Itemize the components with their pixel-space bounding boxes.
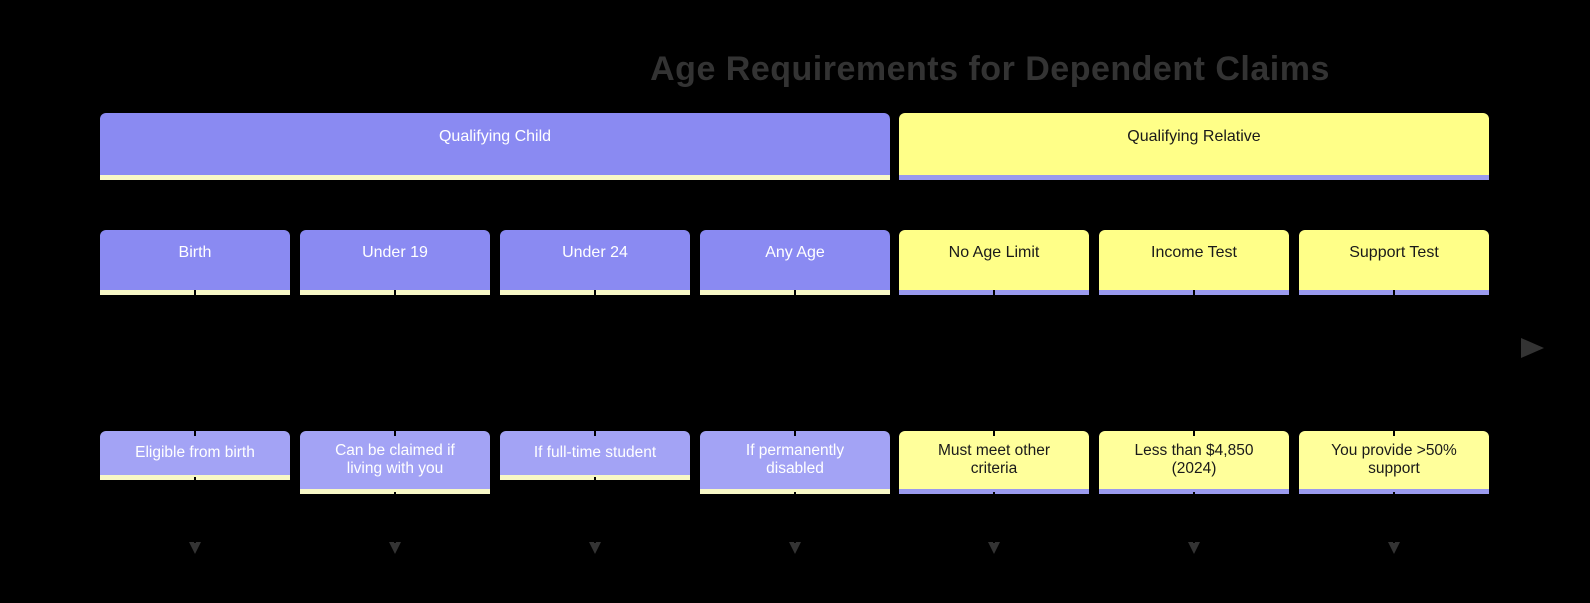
period-box-support-test: Support Test xyxy=(1299,230,1489,295)
period-box-income-test: Income Test xyxy=(1099,230,1289,295)
connector-line xyxy=(394,290,396,436)
event-box-eligible-from-birth: Eligible from birth xyxy=(100,431,290,480)
event-label: Can be claimed if living with you xyxy=(335,442,455,477)
event-label: If permanently disabled xyxy=(745,442,845,477)
timeline-axis-arrow-icon xyxy=(1521,338,1544,358)
connector-line xyxy=(1393,492,1395,543)
event-label: You provide >50% support xyxy=(1331,442,1457,477)
down-arrow-icon xyxy=(189,542,201,554)
event-label: Less than $4,850 (2024) xyxy=(1134,442,1254,477)
connector-line xyxy=(394,492,396,543)
down-arrow-icon xyxy=(789,542,801,554)
section-header-qualifying-relative: Qualifying Relative xyxy=(899,113,1489,180)
event-box-claimed-if-living-with-you: Can be claimed if living with you xyxy=(300,431,490,494)
down-arrow-icon xyxy=(1188,542,1200,554)
diagram-title: Age Requirements for Dependent Claims xyxy=(650,50,1330,88)
down-arrow-icon xyxy=(1388,542,1400,554)
connector-line xyxy=(594,477,596,543)
connector-line xyxy=(794,492,796,543)
section-header-qualifying-child: Qualifying Child xyxy=(100,113,890,180)
event-label: If full-time student xyxy=(533,444,657,461)
connector-line xyxy=(993,290,995,436)
down-arrow-icon xyxy=(389,542,401,554)
event-label: Must meet other criteria xyxy=(938,442,1050,477)
period-box-under-19: Under 19 xyxy=(300,230,490,295)
period-label: Birth xyxy=(178,244,212,261)
down-arrow-icon xyxy=(988,542,1000,554)
connector-line xyxy=(1393,290,1395,436)
event-box-other-criteria: Must meet other criteria xyxy=(899,431,1089,494)
down-arrow-icon xyxy=(589,542,601,554)
event-box-permanently-disabled: If permanently disabled xyxy=(700,431,890,494)
connector-line xyxy=(194,290,196,436)
connector-line xyxy=(993,492,995,543)
event-box-support-share: You provide >50% support xyxy=(1299,431,1489,494)
period-label: No Age Limit xyxy=(948,244,1040,261)
event-box-full-time-student: If full-time student xyxy=(500,431,690,480)
period-box-under-24: Under 24 xyxy=(500,230,690,295)
connector-line xyxy=(1193,290,1195,436)
event-label: Eligible from birth xyxy=(135,444,255,461)
connector-line xyxy=(1193,492,1195,543)
event-box-income-limit: Less than $4,850 (2024) xyxy=(1099,431,1289,494)
period-label: Any Age xyxy=(765,244,825,261)
section-label: Qualifying Child xyxy=(438,128,552,145)
connector-line xyxy=(794,290,796,436)
section-label: Qualifying Relative xyxy=(1127,128,1261,145)
period-label: Under 19 xyxy=(362,244,428,261)
period-label: Support Test xyxy=(1349,244,1439,261)
period-label: Under 24 xyxy=(562,244,628,261)
period-box-any-age: Any Age xyxy=(700,230,890,295)
connector-line xyxy=(194,477,196,543)
period-box-birth: Birth xyxy=(100,230,290,295)
connector-line xyxy=(594,290,596,436)
period-box-no-age-limit: No Age Limit xyxy=(899,230,1089,295)
period-label: Income Test xyxy=(1151,244,1237,261)
